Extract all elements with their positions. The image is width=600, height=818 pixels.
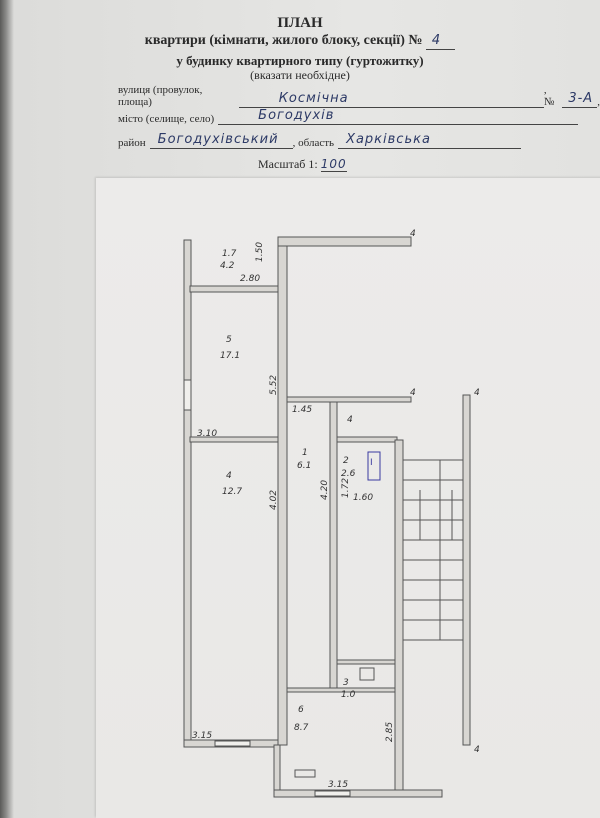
room-no: 6 bbox=[298, 705, 304, 715]
city-row: місто (селище, село) Богодухів bbox=[118, 108, 579, 125]
dimension: 2.85 bbox=[385, 722, 395, 742]
city-label: місто (селище, село) bbox=[118, 113, 215, 125]
room-area: 17.1 bbox=[220, 351, 240, 361]
dimension: 2.80 bbox=[240, 274, 260, 284]
dimension: 4.20 bbox=[320, 480, 330, 500]
section-mark: I bbox=[370, 458, 373, 468]
windows-and-stairs bbox=[183, 379, 463, 797]
room-area: 1.0 bbox=[341, 690, 356, 700]
room-area: 2.6 bbox=[341, 469, 356, 479]
room-no: 3 bbox=[343, 678, 349, 688]
doc-note: (вказати необхідне) bbox=[250, 68, 350, 82]
room-no: 1 bbox=[302, 448, 308, 458]
room-labels: 1.7 4.2 5 17.1 4 12.7 1 6.1 2 2.6 3 1.0 … bbox=[220, 249, 356, 733]
house-value: 3-А bbox=[562, 91, 598, 108]
dimension: 3.15 bbox=[328, 780, 348, 790]
district-row: район Богодухівський , область Харківськ… bbox=[118, 132, 522, 149]
section-mark: 4 bbox=[410, 229, 416, 239]
dimension: 3.15 bbox=[192, 731, 212, 741]
room-area: 12.7 bbox=[222, 487, 242, 497]
section-mark: 4 bbox=[410, 388, 416, 398]
dimension-labels: 1.50 2.80 5.52 1.45 3.10 4.02 4.20 1.72 … bbox=[192, 242, 395, 790]
section-mark: 4 bbox=[474, 745, 480, 755]
street-label: вулиця (провулок, площа) bbox=[118, 84, 203, 108]
walls bbox=[183, 236, 471, 798]
room-no: 4 bbox=[226, 471, 232, 481]
section-mark: 4 bbox=[474, 388, 480, 398]
region-value: Харківська bbox=[338, 132, 522, 149]
room-area: 4.2 bbox=[220, 261, 235, 271]
house-label: , № bbox=[543, 84, 555, 108]
district-label: район bbox=[118, 137, 146, 149]
dimension: 4.02 bbox=[269, 490, 279, 510]
street-value: Космічна bbox=[238, 91, 544, 108]
section-marks: 4 4 4 4 4 I bbox=[347, 229, 480, 755]
room-area: 6.1 bbox=[297, 461, 311, 471]
room-no: 1.7 bbox=[222, 249, 237, 259]
dimension: 1.50 bbox=[255, 242, 265, 262]
district-value: Богодухівський bbox=[149, 132, 293, 149]
dimension: 3.10 bbox=[197, 429, 217, 439]
dimension: 5.52 bbox=[269, 375, 279, 395]
region-label: , область bbox=[292, 137, 335, 149]
street-row: вулиця (провулок, площа) Космічна , № 3-… bbox=[118, 84, 600, 108]
doc-title: ПЛАН bbox=[277, 15, 323, 31]
scale-label: Масштаб 1: bbox=[258, 157, 318, 171]
subtitle-text: квартири (кімнати, жилого блоку, секції)… bbox=[144, 33, 423, 48]
doc-subtitle-2: у будинку квартирного типу (гуртожитку) bbox=[176, 53, 424, 68]
dimension: 1.72 bbox=[341, 478, 351, 498]
plan-sheet bbox=[96, 178, 600, 818]
scale-row: Масштаб 1: 100 bbox=[258, 157, 347, 172]
doc-subtitle-1: квартири (кімнати, жилого блоку, секції)… bbox=[0, 33, 600, 50]
scale-value: 100 bbox=[320, 157, 347, 172]
section-mark: 4 bbox=[347, 415, 353, 425]
room-no: 5 bbox=[226, 335, 232, 345]
room-no: 2 bbox=[343, 456, 349, 466]
room-area: 8.7 bbox=[294, 723, 309, 733]
dimension: 1.60 bbox=[353, 493, 373, 503]
floor-plan: 1.7 4.2 5 17.1 4 12.7 1 6.1 2 2.6 3 1.0 … bbox=[183, 229, 480, 798]
dimension: 1.45 bbox=[292, 405, 312, 415]
city-value: Богодухів bbox=[218, 108, 579, 125]
apartment-number: 4 bbox=[425, 33, 456, 50]
